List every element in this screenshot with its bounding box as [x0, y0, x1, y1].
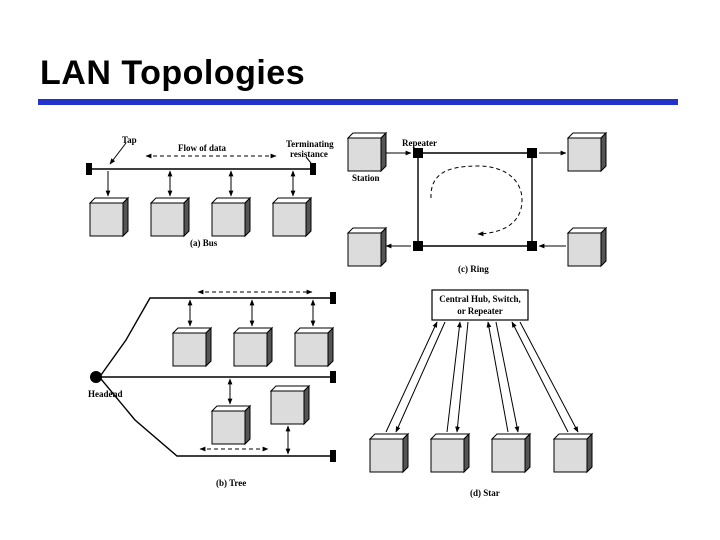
bus-terminator-left: [86, 163, 92, 175]
tree-headend-node: [90, 371, 102, 383]
star-link-3b: [495, 321, 520, 433]
tree-terminator-middle: [330, 371, 336, 383]
star-link-4b: [519, 321, 579, 433]
bus-tap-label: Tap: [122, 135, 137, 145]
ring-repeater-label: Repeater: [402, 138, 437, 148]
bus-terminator-right: [310, 163, 316, 175]
star-link-4a: [511, 321, 569, 433]
ring-caption: (c) Ring: [458, 264, 489, 274]
ring-station-top-left: [347, 132, 387, 172]
tree-branch-bottom: [100, 378, 332, 457]
bus-terminating-pointer: [305, 156, 312, 164]
slide-title: LAN Topologies: [40, 54, 306, 92]
star-station-2: [430, 433, 470, 473]
star-caption: (d) Star: [470, 488, 500, 498]
star-link-2b: [455, 321, 469, 433]
tree-terminator-top: [330, 292, 336, 304]
tree-station-3: [294, 327, 334, 367]
bus-station-4: [272, 197, 312, 237]
tree-branch-top: [100, 297, 332, 376]
star-station-1: [369, 433, 409, 473]
ring-station-top-right: [567, 132, 607, 172]
ring-repeater-bottom-left: [413, 241, 423, 251]
title-underline: [38, 99, 678, 105]
tree-caption: (b) Tree: [216, 478, 246, 488]
ring-repeater-top-left: [413, 148, 423, 158]
bus-flow-label: Flow of data: [178, 143, 226, 153]
bus-resistance-label: resistance: [290, 149, 328, 159]
ring-flow-arrow: [430, 165, 523, 237]
tree-headend-label: Headend: [88, 389, 123, 399]
bus-terminating-label: Terminating: [286, 139, 334, 149]
ring-station-label: Station: [352, 173, 380, 183]
star-hub-box: [431, 289, 529, 321]
star-hub-label-line1: Central Hub, Switch,: [439, 294, 521, 304]
star-hub-label-line2: or Repeater: [457, 306, 503, 316]
ring-station-bottom-right: [567, 227, 607, 267]
bus-station-2: [150, 197, 190, 237]
bus-caption: (a) Bus: [190, 238, 218, 248]
tree-terminator-bottom: [330, 450, 336, 462]
bus-station-3: [211, 197, 251, 237]
star-link-1a: [385, 321, 438, 433]
bus-station-1: [89, 197, 129, 237]
star-station-3: [491, 433, 531, 473]
star-station-4: [553, 433, 593, 473]
tree-station-2: [233, 327, 273, 367]
tree-station-1: [172, 327, 212, 367]
star-topology: Central Hub, Switch, or Repeater (d) Sta…: [369, 289, 593, 498]
tree-station-5: [270, 385, 310, 425]
tree-station-4: [211, 405, 251, 445]
tree-topology: Headend (b) Tree: [88, 289, 336, 488]
ring-station-bottom-left: [347, 227, 387, 267]
star-link-2a: [446, 321, 462, 433]
star-link-3a: [486, 321, 509, 433]
ring-topology: Repeater Station (c) Ring: [347, 132, 607, 274]
ring-repeater-bottom-right: [527, 241, 537, 251]
ring-repeater-top-right: [527, 148, 537, 158]
bus-topology: Tap Flow of data Terminating resistance …: [86, 135, 334, 248]
star-link-1b: [395, 321, 446, 433]
bus-tap-pointer: [109, 142, 127, 165]
